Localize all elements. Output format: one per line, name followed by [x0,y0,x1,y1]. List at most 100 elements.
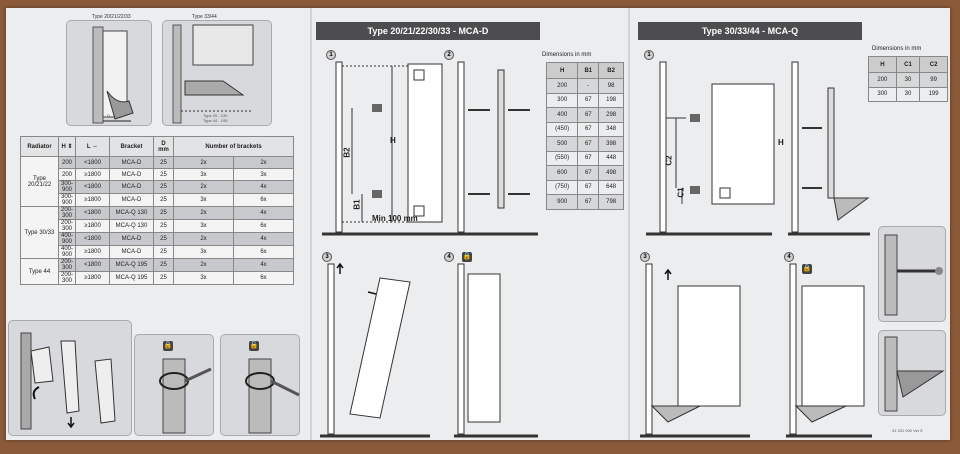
table-cell: 4x [232,232,295,246]
q-step-2-drawing [788,61,870,236]
table-cell: MCA-Q 130 [109,206,155,220]
table-cell: <1800 [75,258,111,272]
label-c1: C1 [676,187,686,198]
table-cell: 6x [232,271,295,285]
step-3-badge: 3 [322,252,332,262]
table-cell: 200 [57,168,77,181]
table-cell: 99 [919,72,948,88]
radiator-type-cell: Type 30/33 [20,206,59,259]
table-cell: 25 [153,219,175,233]
unlock-photo: 🔓 [220,334,300,436]
table-cell: 2x [173,232,234,246]
table-cell: 199 [919,86,948,102]
table-cell: MCA-Q 195 [109,258,155,272]
table-cell: MCA-D [109,232,155,246]
table-cell: MCA-Q 130 [109,219,155,233]
table-cell: 67 [577,92,600,108]
dimension-d-label: D [107,113,110,118]
table-cell: 2x [173,258,234,272]
table-cell: 198 [598,92,624,108]
table-cell: (750) [545,179,579,195]
fold-line [628,8,630,440]
table-cell: 200-300 [57,271,77,285]
table-cell: 67 [577,121,600,137]
q-step-4-drawing [786,263,872,438]
step-1-drawing [322,61,454,236]
instruction-sheet: Type 20/21/22/33 Type 33/44 D Type 20 - … [6,8,950,440]
fold-line [310,8,312,440]
table-cell: 25 [153,232,175,246]
step-4-badge: 4 [444,252,454,262]
table-cell: <1800 [75,206,111,220]
table-cell: 3x [173,271,234,285]
table-cell: ≥1800 [75,245,111,259]
wall-plug-photo [878,226,946,322]
table-row: 200-98 [545,78,624,94]
table-cell: MCA-D [109,245,155,259]
col-brackets: Number of brackets [173,136,294,157]
label-min-100: Min 100 mm [372,214,418,223]
table-cell: 300-900 [57,180,77,194]
table-cell: MCA-D [109,193,155,207]
caption-right: Type 33/44 [192,14,217,20]
type-d-note-2: Type 44 - 195 [203,118,228,123]
lock-closed-icon: 🔒 [163,341,173,351]
step-1-badge: 1 [326,50,336,60]
table-cell: 2x [173,180,234,194]
table-cell: 600 [545,165,579,181]
table-cell: 25 [153,156,175,169]
table-cell: 3x [232,168,295,181]
table-cell: 300 [868,86,897,102]
table-cell: 3x [173,245,234,259]
table-cell: MCA-D [109,180,155,194]
table-cell: 4x [232,206,295,220]
step-4-drawing [454,263,538,438]
table-cell: 6x [232,245,295,259]
table-cell: 348 [598,121,624,137]
table-cell: 6x [232,219,295,233]
step-4-lock-icon: 🔒 [462,252,472,262]
table-cell: ≥1800 [75,168,111,181]
step-2-drawing [454,61,538,236]
table-cell: 3x [173,219,234,233]
q-step-4-badge: 4 [784,252,794,262]
dims-col-b2: B2 [598,62,624,79]
caption-left: Type 20/21/22/33 [92,14,131,20]
table-cell: 498 [598,165,624,181]
table-cell: (550) [545,150,579,166]
table-cell: 30 [895,86,921,102]
radiator-type-cell: Type 20/21/22 [20,156,59,207]
mounting-photo-1 [8,320,132,436]
table-cell: MCA-D [109,156,155,169]
table-cell: 900 [545,194,579,210]
q-step-1-drawing [646,61,775,236]
table-cell: 200-300 [57,206,77,220]
lock-photo: 🔒 [134,334,214,436]
table-cell: 25 [153,271,175,285]
table-cell: <1800 [75,180,111,194]
type-d-note-1: Type 20 - 130 [203,113,228,118]
label-h: H [390,136,396,145]
table-cell: 200 [545,78,579,94]
table-cell: 67 [577,136,600,152]
panel-d-dims-title: Dimensions in mm [542,52,592,58]
col-l: L ⇔ [75,136,111,157]
q-step-1-badge: 1 [644,50,654,60]
table-cell: 30 [895,72,921,88]
step-3-drawing [320,262,430,438]
table-cell: 400 [545,107,579,123]
table-cell: MCA-D [109,168,155,181]
radiator-table: Radiator H ⇕ L ⇔ Bracket D mm Number of … [20,136,295,285]
